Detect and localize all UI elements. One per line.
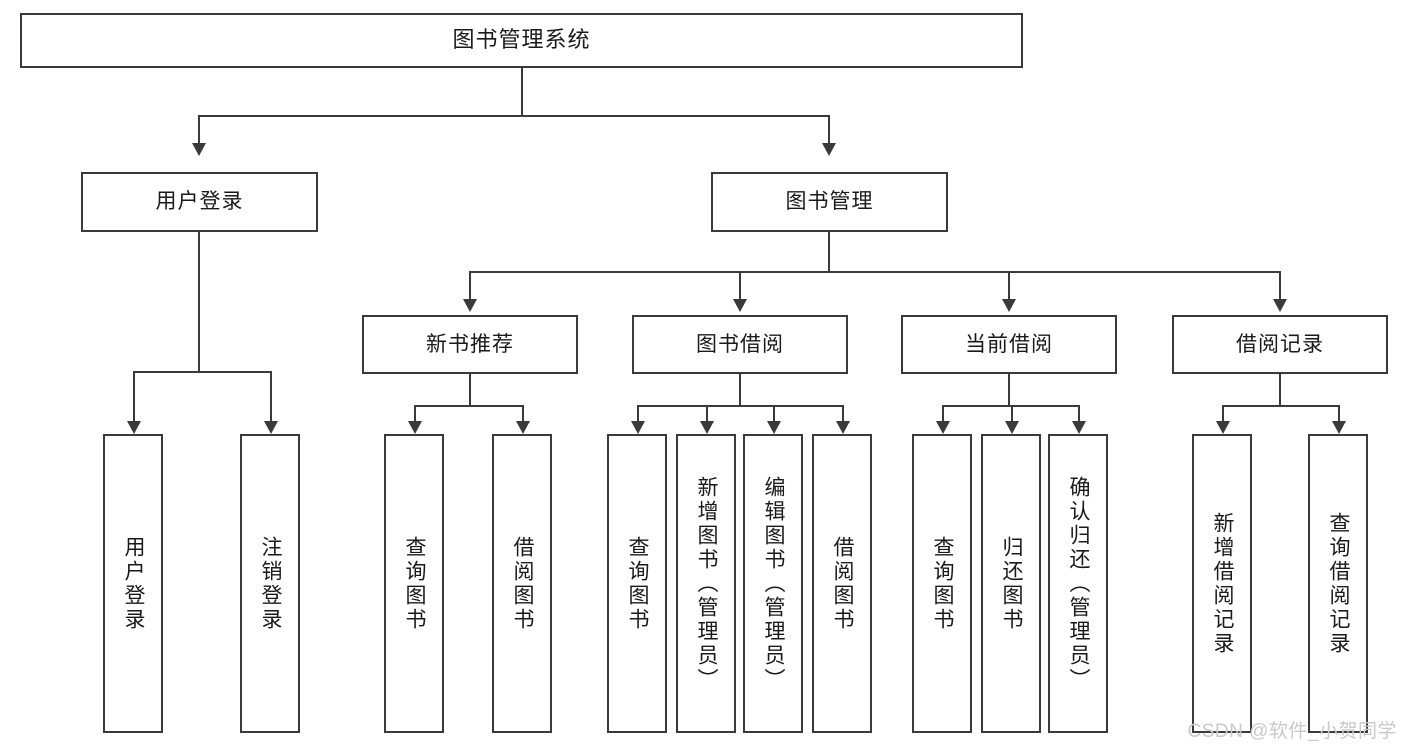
leaf-label: 确认归还（管理员） bbox=[1067, 475, 1091, 692]
connector-user-login-branch-1 bbox=[133, 371, 135, 421]
leaf-query-book-current: 查询图书 bbox=[912, 434, 972, 733]
arrow-to-book-manage bbox=[822, 143, 836, 156]
leaf-add-borrow-record: 新增借阅记录 bbox=[1192, 434, 1252, 733]
connector-borrow-record-branch-1 bbox=[1222, 405, 1224, 421]
connector-borrow-record-branch-2 bbox=[1338, 405, 1340, 421]
connector-current-borrow-branch-3 bbox=[1078, 405, 1080, 421]
connector-current-borrow-branch-2 bbox=[1011, 405, 1013, 421]
node-book-management: 图书管理 bbox=[711, 172, 948, 232]
connector-book-borrow-branch-2 bbox=[706, 405, 708, 421]
leaf-label: 注销登录 bbox=[259, 535, 283, 632]
leaf-edit-book-admin: 编辑图书（管理员） bbox=[743, 434, 803, 733]
leaf-confirm-return-admin: 确认归还（管理员） bbox=[1048, 434, 1108, 733]
leaf-label: 新增借阅记录 bbox=[1211, 511, 1235, 656]
connector-current-borrow-drop bbox=[1008, 374, 1010, 405]
node-user-login: 用户登录 bbox=[81, 172, 318, 232]
connector-borrow-record-bus bbox=[1222, 405, 1340, 407]
arrow-to-leaf-query-record bbox=[1332, 421, 1346, 434]
arrow-to-leaf-edit-book bbox=[767, 421, 781, 434]
connector-book-borrow-drop bbox=[739, 374, 741, 405]
leaf-query-borrow-record: 查询借阅记录 bbox=[1308, 434, 1368, 733]
connector-root-to-user-login bbox=[198, 115, 200, 143]
connector-book-manage-branch-4 bbox=[1279, 271, 1281, 299]
leaf-logout: 注销登录 bbox=[240, 434, 300, 733]
arrow-to-leaf-return-book bbox=[1005, 421, 1019, 434]
connector-root-bus bbox=[198, 115, 830, 117]
leaf-label: 查询借阅记录 bbox=[1327, 511, 1351, 656]
connector-book-manage-drop bbox=[828, 232, 830, 271]
leaf-label: 编辑图书（管理员） bbox=[762, 475, 786, 692]
leaf-label: 新增图书（管理员） bbox=[695, 475, 719, 692]
leaf-label: 借阅图书 bbox=[511, 535, 535, 632]
arrow-to-new-book-recommend bbox=[463, 299, 477, 312]
connector-new-book-branch-1 bbox=[414, 405, 416, 421]
leaf-label: 查询图书 bbox=[403, 535, 427, 632]
connector-book-manage-bus bbox=[469, 271, 1281, 273]
connector-user-login-bus bbox=[133, 371, 271, 373]
arrow-to-leaf-query-book-1 bbox=[408, 421, 422, 434]
connector-new-book-branch-2 bbox=[522, 405, 524, 421]
arrow-to-leaf-add-book bbox=[700, 421, 714, 434]
leaf-user-login: 用户登录 bbox=[103, 434, 163, 733]
connector-book-borrow-branch-3 bbox=[773, 405, 775, 421]
node-current-borrow: 当前借阅 bbox=[901, 315, 1117, 374]
leaf-label: 归还图书 bbox=[1000, 535, 1024, 632]
connector-new-book-drop bbox=[469, 374, 471, 405]
leaf-label: 查询图书 bbox=[626, 535, 650, 632]
connector-root-drop bbox=[521, 68, 523, 115]
leaf-borrow-book-recommend: 借阅图书 bbox=[492, 434, 552, 733]
arrow-to-leaf-confirm-return bbox=[1072, 421, 1086, 434]
arrow-to-leaf-logout bbox=[264, 421, 278, 434]
leaf-query-book-recommend: 查询图书 bbox=[384, 434, 444, 733]
leaf-label: 查询图书 bbox=[931, 535, 955, 632]
node-borrow-record: 借阅记录 bbox=[1172, 315, 1388, 374]
connector-book-borrow-branch-4 bbox=[842, 405, 844, 421]
leaf-return-book: 归还图书 bbox=[981, 434, 1041, 733]
node-new-book-recommend: 新书推荐 bbox=[362, 315, 578, 374]
connector-current-borrow-branch-1 bbox=[942, 405, 944, 421]
leaf-label: 借阅图书 bbox=[831, 535, 855, 632]
connector-root-to-book-manage bbox=[828, 115, 830, 143]
connector-book-manage-branch-3 bbox=[1008, 271, 1010, 299]
connector-new-book-bus bbox=[414, 405, 524, 407]
arrow-to-leaf-borrow-book-1 bbox=[516, 421, 530, 434]
leaf-add-book-admin: 新增图书（管理员） bbox=[676, 434, 736, 733]
csdn-watermark: CSDN @软件_小贺同学 bbox=[1187, 721, 1397, 742]
connector-book-manage-branch-1 bbox=[469, 271, 471, 299]
leaf-label: 用户登录 bbox=[122, 535, 146, 632]
connector-user-login-drop bbox=[198, 232, 200, 371]
connector-book-manage-branch-2 bbox=[739, 271, 741, 299]
arrow-to-current-borrow bbox=[1002, 299, 1016, 312]
arrow-to-book-borrow bbox=[733, 299, 747, 312]
node-book-borrow: 图书借阅 bbox=[632, 315, 848, 374]
arrow-to-leaf-borrow-book-2 bbox=[836, 421, 850, 434]
leaf-query-book-borrow: 查询图书 bbox=[607, 434, 667, 733]
arrow-to-leaf-user-login bbox=[127, 421, 141, 434]
connector-book-borrow-branch-1 bbox=[637, 405, 639, 421]
connector-book-borrow-bus bbox=[637, 405, 844, 407]
arrow-to-user-login bbox=[192, 143, 206, 156]
arrow-to-borrow-record bbox=[1273, 299, 1287, 312]
connector-borrow-record-drop bbox=[1279, 374, 1281, 405]
arrow-to-leaf-add-record bbox=[1216, 421, 1230, 434]
leaf-borrow-book: 借阅图书 bbox=[812, 434, 872, 733]
node-root-system: 图书管理系统 bbox=[20, 13, 1023, 68]
arrow-to-leaf-query-book-3 bbox=[936, 421, 950, 434]
connector-user-login-branch-2 bbox=[270, 371, 272, 421]
arrow-to-leaf-query-book-2 bbox=[631, 421, 645, 434]
